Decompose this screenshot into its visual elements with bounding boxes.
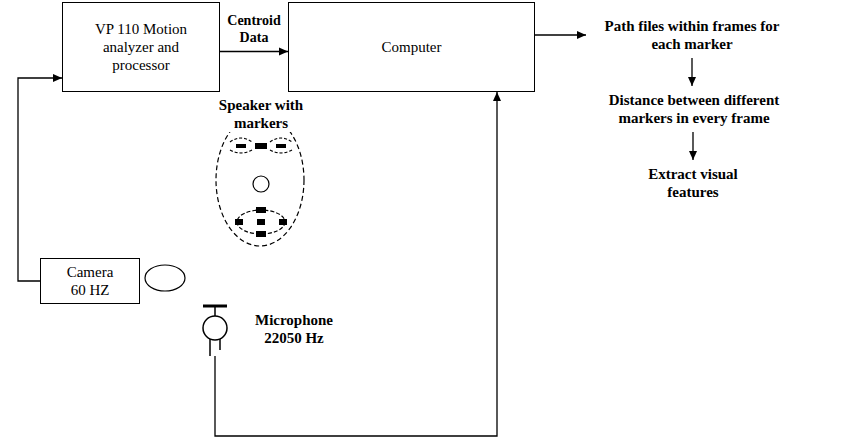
- connector-arrow: [689, 132, 697, 160]
- output-step: Extract visual features: [620, 160, 766, 206]
- connector-arrow: [215, 92, 501, 436]
- node-text: VP 110 Motion analyzer and processor: [81, 20, 201, 74]
- microphone-symbol: [200, 302, 230, 356]
- output-step: Distance between different markers in ev…: [578, 86, 810, 132]
- connector-arrow: [220, 48, 288, 56]
- connector-arrow: [688, 58, 696, 86]
- processor-box: VP 110 Motion analyzer and processor: [62, 2, 220, 92]
- node-text: Microphone 22050 Hz: [246, 311, 342, 347]
- output-step: Path files within frames for each marker: [586, 12, 798, 58]
- camera-box: Camera 60 HZ: [40, 258, 140, 304]
- node-text: Path files within frames for each marker: [592, 17, 792, 53]
- illustration-label: Speaker with markers: [205, 96, 317, 132]
- edge-label: Centroid Data: [222, 13, 286, 47]
- connector-arrow: [535, 31, 586, 39]
- computer-box: Computer: [288, 2, 535, 92]
- node-text: Computer: [382, 38, 442, 56]
- node-text: Distance between different markers in ev…: [584, 91, 804, 127]
- microphone-node: Microphone 22050 Hz: [200, 302, 350, 356]
- node-text: Extract visual features: [638, 165, 748, 201]
- node-text: Camera 60 HZ: [59, 263, 121, 299]
- connector-arrow: [18, 74, 62, 281]
